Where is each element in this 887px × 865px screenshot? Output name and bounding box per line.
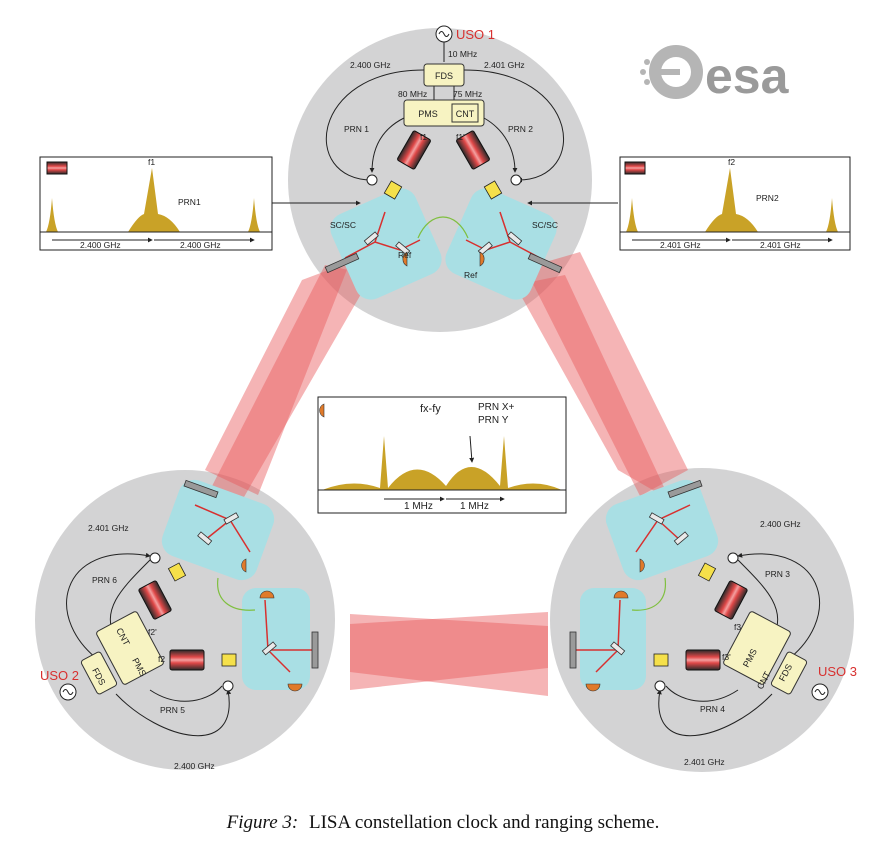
mixer-icons [149, 174, 739, 692]
svg-text:1 MHz: 1 MHz [404, 501, 433, 512]
svg-text:f3': f3' [722, 652, 731, 662]
svg-text:PRN1: PRN1 [178, 197, 201, 207]
fiber-links [217, 216, 666, 611]
svg-text:2.401 GHz: 2.401 GHz [88, 523, 129, 533]
svg-text:PRN 2: PRN 2 [508, 124, 533, 134]
esa-logo-text: esa [705, 48, 790, 104]
svg-text:PRN2: PRN2 [756, 193, 779, 203]
svg-text:PRN 3: PRN 3 [765, 569, 790, 579]
photodiodes [241, 251, 645, 692]
spectrum-panel-center: fx-fy PRN X+ PRN Y 1 MHz 1 MHz [317, 396, 567, 514]
svg-text:f3: f3 [734, 622, 741, 632]
svg-text:2.400 GHz: 2.400 GHz [80, 240, 121, 250]
svg-text:PRN X+: PRN X+ [478, 402, 515, 413]
svg-text:1 MHz: 1 MHz [460, 501, 489, 512]
svg-text:2.400 GHz: 2.400 GHz [350, 60, 391, 70]
svg-text:PRN 6: PRN 6 [92, 575, 117, 585]
svg-text:2.401 GHz: 2.401 GHz [684, 757, 725, 767]
caption-text: LISA constellation clock and ranging sch… [309, 812, 659, 833]
svg-text:2.401 GHz: 2.401 GHz [660, 240, 701, 250]
svg-text:2.401 GHz: 2.401 GHz [484, 60, 525, 70]
telescope-mirrors [183, 252, 703, 669]
sat3-electronics: PMS CNT FDS USO 3 2.400 GHz 2.401 GHz PR… [684, 519, 857, 767]
svg-text:2.400 GHz: 2.400 GHz [180, 240, 221, 250]
svg-text:f1: f1 [148, 157, 155, 167]
uso-2-label: USO 2 [40, 668, 79, 683]
svg-text:f1: f1 [420, 132, 427, 142]
svg-text:f2: f2 [158, 654, 165, 664]
uso-3-label: USO 3 [818, 664, 857, 679]
svg-text:PMS: PMS [418, 109, 438, 119]
spectrum-panel-right: f2 PRN2 2.401 GHz 2.401 GHz [619, 156, 851, 251]
laser-sources [138, 130, 748, 671]
svg-text:PRN Y: PRN Y [478, 415, 509, 426]
svg-text:FDS: FDS [435, 71, 453, 81]
svg-text:Ref: Ref [398, 250, 412, 260]
sat1-electronics: FDS PMS CNT USO 1 10 MHz 80 MHz 75 MHz 2… [330, 25, 558, 280]
sat2-electronics: PMS CNT FDS USO 2 2.401 GHz 2.400 GHz PR… [40, 523, 215, 771]
svg-text:SC/SC: SC/SC [532, 220, 558, 230]
bench-optics [197, 231, 689, 656]
figure-caption: Figure 3: LISA constellation clock and r… [226, 812, 660, 833]
svg-text:f1': f1' [456, 132, 465, 142]
svg-text:2.400 GHz: 2.400 GHz [760, 519, 801, 529]
svg-text:80 MHz: 80 MHz [398, 89, 427, 99]
laser-beams [205, 252, 688, 696]
svg-text:PRN 4: PRN 4 [700, 704, 725, 714]
svg-text:Ref: Ref [464, 270, 478, 280]
signal-wiring [66, 42, 820, 737]
uso-1-label: USO 1 [456, 27, 495, 42]
esa-logo: esa [640, 45, 790, 104]
svg-text:SC/SC: SC/SC [330, 220, 356, 230]
spectrum-panel-left: f1 PRN1 2.400 GHz 2.400 GHz [39, 156, 273, 251]
phase-modulators [167, 180, 717, 667]
svg-text:fx-fy: fx-fy [420, 403, 441, 415]
svg-text:CNT: CNT [456, 109, 475, 119]
svg-text:75 MHz: 75 MHz [453, 89, 482, 99]
svg-text:f2: f2 [728, 157, 735, 167]
svg-text:PRN 1: PRN 1 [344, 124, 369, 134]
svg-text:PRN 5: PRN 5 [160, 705, 185, 715]
svg-text:Figure 3: LISA constella: Figure 3: LISA constellation clock and r… [226, 812, 660, 833]
svg-text:2.400 GHz: 2.400 GHz [174, 761, 215, 771]
svg-text:f2': f2' [148, 627, 157, 637]
caption-prefix: Figure 3: [226, 812, 299, 833]
svg-text:10 MHz: 10 MHz [448, 49, 477, 59]
optical-benches [161, 188, 719, 690]
svg-text:2.401 GHz: 2.401 GHz [760, 240, 801, 250]
